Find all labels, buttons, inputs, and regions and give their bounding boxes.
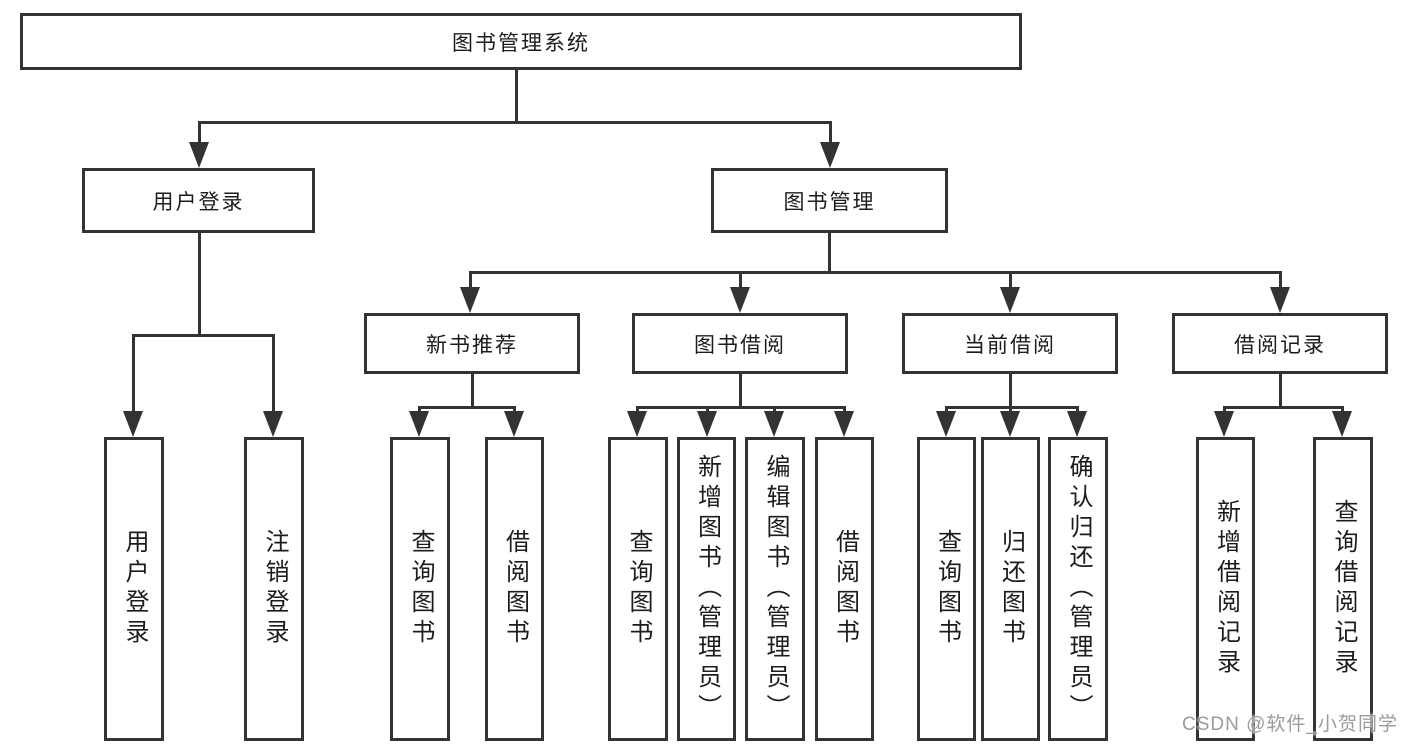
node-book-borrow-label: 图书借阅 bbox=[694, 333, 786, 357]
leaf-logout-label: 注销登录 bbox=[261, 529, 288, 649]
connector-line bbox=[945, 406, 1079, 409]
connector-line bbox=[1223, 406, 1226, 415]
node-book-management-label: 图书管理 bbox=[783, 190, 876, 214]
connector-line bbox=[469, 271, 1282, 274]
connector-line bbox=[773, 406, 776, 415]
leaf-query-books-2: 查询图书 bbox=[608, 437, 668, 741]
connector-line bbox=[1279, 271, 1282, 290]
connector-arrow bbox=[189, 142, 209, 168]
connector-arrow bbox=[1000, 287, 1020, 313]
leaf-add-books-admin: 新增图书（管理员） bbox=[677, 437, 736, 741]
connector-line bbox=[1223, 406, 1344, 409]
connector-arrow bbox=[409, 411, 429, 437]
leaf-edit-books-admin: 编辑图书（管理员） bbox=[745, 437, 805, 741]
connector-line bbox=[513, 406, 516, 415]
leaf-return-books: 归还图书 bbox=[981, 437, 1040, 741]
leaf-query-books-3-label: 查询图书 bbox=[933, 529, 961, 649]
node-book-management: 图书管理 bbox=[711, 168, 948, 233]
connector-arrow bbox=[1000, 411, 1020, 437]
leaf-query-books-3: 查询图书 bbox=[917, 437, 976, 741]
leaf-query-borrow-record-label: 查询借阅记录 bbox=[1330, 499, 1357, 679]
node-user-login-label: 用户登录 bbox=[152, 190, 245, 214]
connector-arrow bbox=[1332, 411, 1352, 437]
connector-line bbox=[198, 233, 201, 337]
leaf-add-books-admin-label: 新增图书（管理员） bbox=[693, 454, 721, 724]
connector-line bbox=[272, 334, 275, 415]
leaf-add-borrow-record: 新增借阅记录 bbox=[1196, 437, 1255, 741]
node-new-book-recommend: 新书推荐 bbox=[364, 313, 580, 374]
connector-line bbox=[132, 334, 135, 415]
watermark-text: CSDN @软件_小贺同学 bbox=[1182, 714, 1398, 735]
node-current-borrow: 当前借阅 bbox=[902, 313, 1118, 374]
connector-line bbox=[418, 406, 421, 415]
connector-line bbox=[1341, 406, 1344, 415]
connector-arrow bbox=[697, 411, 717, 437]
leaf-borrow-books-2: 借阅图书 bbox=[815, 437, 874, 741]
node-new-book-recommend-label: 新书推荐 bbox=[426, 333, 518, 357]
leaf-user-login-label: 用户登录 bbox=[121, 529, 148, 649]
leaf-logout: 注销登录 bbox=[244, 437, 304, 741]
node-root: 图书管理系统 bbox=[20, 13, 1022, 70]
connector-arrow bbox=[764, 411, 784, 437]
node-book-borrow: 图书借阅 bbox=[632, 313, 848, 374]
connector-line bbox=[1009, 271, 1012, 290]
connector-line bbox=[706, 406, 709, 415]
leaf-borrow-books-1: 借阅图书 bbox=[485, 437, 544, 741]
leaf-query-borrow-record: 查询借阅记录 bbox=[1313, 437, 1373, 741]
leaf-add-borrow-record-label: 新增借阅记录 bbox=[1212, 499, 1240, 679]
leaf-query-books-1-label: 查询图书 bbox=[407, 529, 434, 649]
leaf-query-books-1: 查询图书 bbox=[390, 437, 450, 741]
connector-arrow bbox=[1067, 411, 1087, 437]
leaf-confirm-return-admin-label: 确认归还（管理员） bbox=[1065, 454, 1092, 724]
connector-line bbox=[198, 121, 832, 124]
connector-arrow bbox=[627, 411, 647, 437]
connector-line bbox=[945, 406, 948, 415]
connector-line bbox=[739, 374, 742, 409]
connector-line bbox=[469, 271, 472, 290]
connector-arrow bbox=[460, 287, 480, 313]
connector-line bbox=[1279, 374, 1282, 409]
connector-line bbox=[829, 121, 832, 147]
node-root-label: 图书管理系统 bbox=[452, 31, 590, 55]
connector-arrow bbox=[730, 287, 750, 313]
connector-line bbox=[132, 334, 275, 337]
leaf-return-books-label: 归还图书 bbox=[997, 529, 1025, 649]
connector-line bbox=[1009, 406, 1012, 415]
connector-line bbox=[828, 233, 831, 274]
connector-line bbox=[515, 68, 518, 124]
connector-arrow bbox=[263, 411, 283, 437]
connector-line bbox=[198, 121, 201, 147]
node-borrow-records: 借阅记录 bbox=[1172, 313, 1388, 374]
connector-line bbox=[636, 406, 846, 409]
connector-line bbox=[471, 374, 474, 409]
node-user-login: 用户登录 bbox=[82, 168, 315, 233]
connector-line bbox=[1009, 374, 1012, 409]
leaf-query-books-2-label: 查询图书 bbox=[625, 529, 652, 649]
connector-line bbox=[636, 406, 639, 415]
connector-arrow bbox=[1214, 411, 1234, 437]
leaf-user-login: 用户登录 bbox=[104, 437, 164, 741]
connector-arrow bbox=[504, 411, 524, 437]
node-borrow-records-label: 借阅记录 bbox=[1234, 333, 1326, 357]
connector-line bbox=[739, 271, 742, 290]
connector-line bbox=[1076, 406, 1079, 415]
leaf-borrow-books-2-label: 借阅图书 bbox=[831, 529, 859, 649]
connector-arrow bbox=[820, 142, 840, 168]
connector-arrow bbox=[1270, 287, 1290, 313]
leaf-borrow-books-1-label: 借阅图书 bbox=[501, 529, 529, 649]
connector-arrow bbox=[123, 411, 143, 437]
leaf-confirm-return-admin: 确认归还（管理员） bbox=[1048, 437, 1108, 741]
connector-arrow bbox=[834, 411, 854, 437]
leaf-edit-books-admin-label: 编辑图书（管理员） bbox=[762, 454, 789, 724]
node-current-borrow-label: 当前借阅 bbox=[964, 333, 1056, 357]
connector-arrow bbox=[936, 411, 956, 437]
connector-line bbox=[418, 406, 516, 409]
connector-line bbox=[843, 406, 846, 415]
